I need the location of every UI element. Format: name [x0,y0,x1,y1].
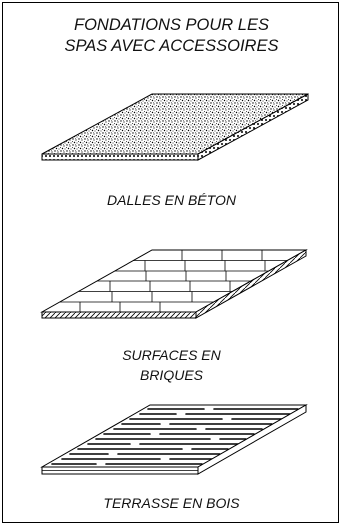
caption-concrete-line: DALLES EN BÉTON [107,192,236,208]
title-line-1: FONDATIONS POUR LES [74,16,269,34]
caption-wood: TERRASSE EN BOIS [0,493,343,513]
wood-deck-icon [40,404,308,475]
diagram-title: FONDATIONS POUR LES SPAS AVEC ACCESSOIRE… [0,15,343,57]
concrete-slab-icon [41,93,309,161]
caption-wood-line: TERRASSE EN BOIS [103,495,240,511]
caption-bricks: SURFACES EN BRIQUES [0,345,343,385]
caption-concrete: DALLES EN BÉTON [0,190,343,210]
caption-bricks-line-2: BRIQUES [139,367,203,383]
brick-surface-icon [40,249,308,319]
diagram-frame [2,2,339,523]
title-line-2: SPAS AVEC ACCESSOIRES [64,37,279,55]
caption-bricks-line-1: SURFACES EN [122,347,221,363]
